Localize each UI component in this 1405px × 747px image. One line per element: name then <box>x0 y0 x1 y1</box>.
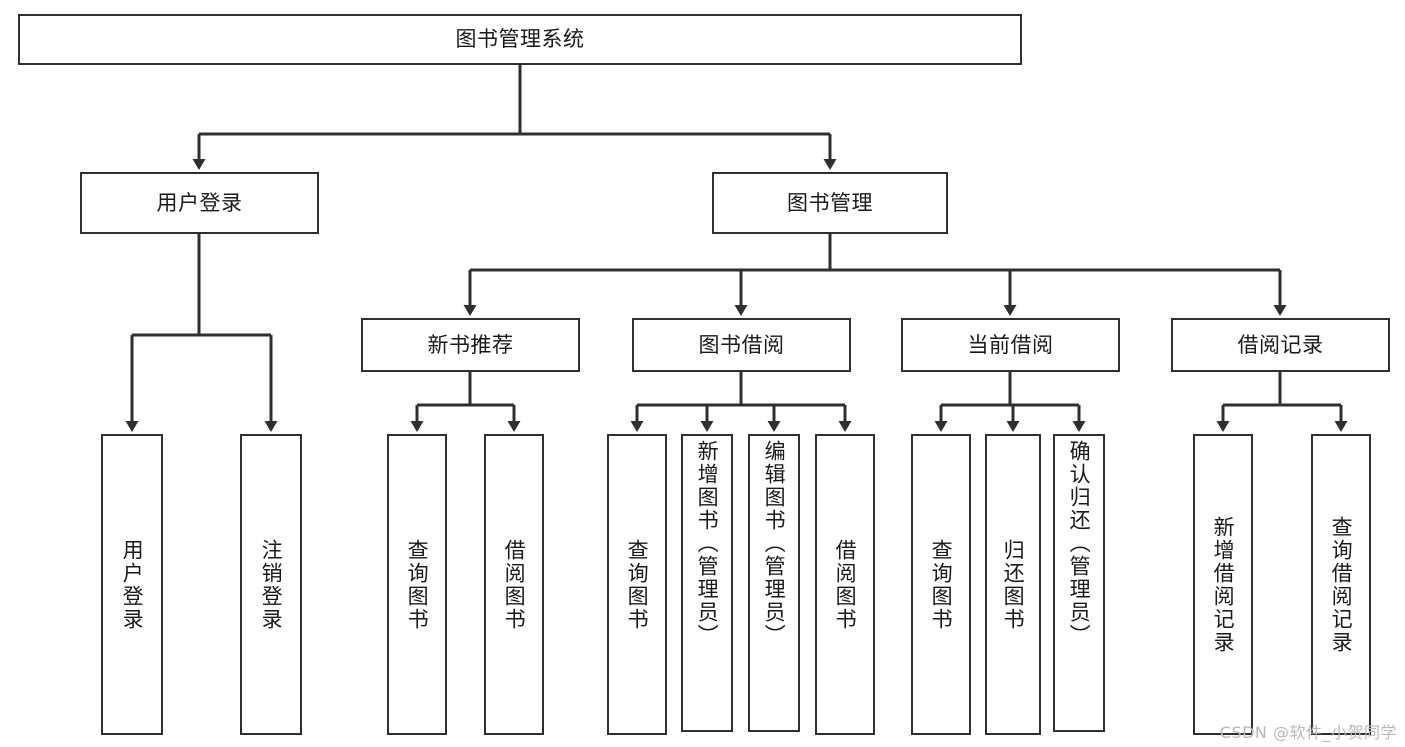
node-new-book-recommend[interactable]: 新书推荐 <box>361 318 580 372</box>
node-leaf-user-login-label: 用户登录 <box>120 538 145 631</box>
node-leaf-query-record-label: 查询借阅记录 <box>1329 515 1354 654</box>
node-leaf-confirm-return[interactable]: 确认归还（管理员） <box>1053 434 1105 732</box>
node-leaf-user-logout-label: 注销登录 <box>259 538 284 631</box>
node-leaf-add-record-label: 新增借阅记录 <box>1211 515 1236 654</box>
node-book-manage[interactable]: 图书管理 <box>712 172 948 234</box>
node-leaf-edit-book-label: 编辑图书（管理员） <box>762 440 787 647</box>
node-leaf-borrow-book-1-label: 借阅图书 <box>502 538 527 631</box>
node-leaf-query-book-1[interactable]: 查询图书 <box>387 434 447 735</box>
node-user-login[interactable]: 用户登录 <box>80 172 319 234</box>
node-book-borrow[interactable]: 图书借阅 <box>632 318 851 372</box>
node-leaf-return-book-label: 归还图书 <box>1001 538 1026 631</box>
node-leaf-user-logout[interactable]: 注销登录 <box>240 434 302 735</box>
node-leaf-borrow-book-2[interactable]: 借阅图书 <box>815 434 875 735</box>
node-current-borrow-label: 当前借阅 <box>967 332 1054 357</box>
node-leaf-edit-book[interactable]: 编辑图书（管理员） <box>748 434 800 732</box>
node-book-manage-label: 图书管理 <box>787 190 873 215</box>
node-leaf-query-book-2-label: 查询图书 <box>625 538 650 631</box>
node-user-login-label: 用户登录 <box>156 190 243 215</box>
node-leaf-return-book[interactable]: 归还图书 <box>985 434 1041 735</box>
watermark-text: CSDN @软件_小贺同学 <box>1219 723 1397 742</box>
node-root[interactable]: 图书管理系统 <box>18 14 1022 65</box>
node-leaf-user-login[interactable]: 用户登录 <box>101 434 163 735</box>
node-leaf-borrow-book-2-label: 借阅图书 <box>833 538 858 631</box>
node-leaf-borrow-book-1[interactable]: 借阅图书 <box>484 434 544 735</box>
node-borrow-record-label: 借阅记录 <box>1237 332 1324 357</box>
node-leaf-add-book[interactable]: 新增图书（管理员） <box>681 434 733 732</box>
node-root-label: 图书管理系统 <box>455 27 585 52</box>
node-leaf-confirm-return-label: 确认归还（管理员） <box>1067 440 1092 647</box>
node-leaf-query-book-2[interactable]: 查询图书 <box>607 434 667 735</box>
node-leaf-add-record[interactable]: 新增借阅记录 <box>1193 434 1253 735</box>
node-borrow-record[interactable]: 借阅记录 <box>1171 318 1390 372</box>
node-leaf-query-book-1-label: 查询图书 <box>405 538 430 631</box>
node-leaf-query-record[interactable]: 查询借阅记录 <box>1311 434 1371 735</box>
node-leaf-add-book-label: 新增图书（管理员） <box>695 440 720 647</box>
node-leaf-query-book-3-label: 查询图书 <box>929 538 954 631</box>
node-new-book-recommend-label: 新书推荐 <box>427 332 514 357</box>
node-book-borrow-label: 图书借阅 <box>698 332 785 357</box>
node-leaf-query-book-3[interactable]: 查询图书 <box>911 434 971 735</box>
node-current-borrow[interactable]: 当前借阅 <box>901 318 1120 372</box>
